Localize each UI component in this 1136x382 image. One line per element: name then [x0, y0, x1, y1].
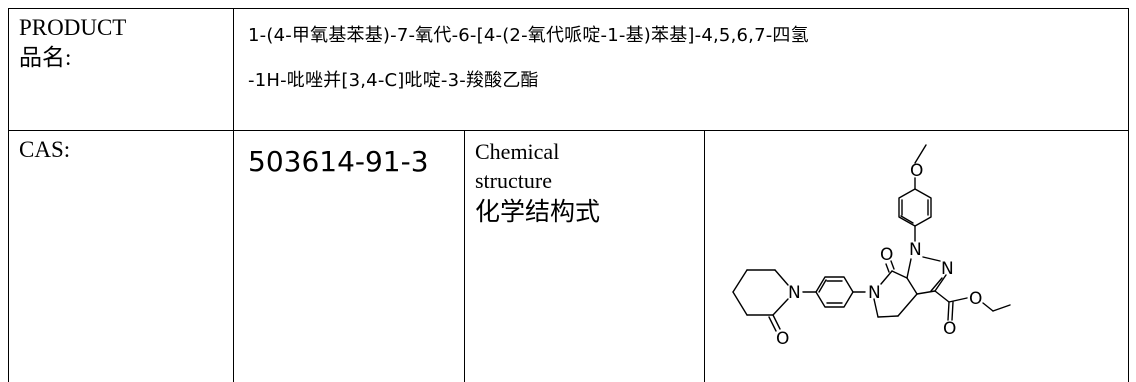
cas-value-cell: 503614-91-3 — [233, 130, 465, 382]
chem-structure-label-en2: structure — [475, 168, 552, 193]
chemical-structure-drawing: O N N O N N O O O — [732, 144, 1011, 349]
atom-o-methoxy: O — [910, 161, 923, 181]
product-label-cell: PRODUCT 品名: — [8, 8, 234, 131]
product-label-cn: 品名: — [19, 45, 72, 70]
product-row: PRODUCT 品名: 1-(4-甲氧基苯基)-7-氧代-6-[4-(2-氧代哌… — [8, 8, 1130, 131]
chem-structure-label-cell: Chemical structure 化学结构式 — [464, 130, 705, 382]
chem-structure-label-cn: 化学结构式 — [475, 197, 601, 226]
cas-label: CAS: — [19, 137, 71, 162]
cas-row: CAS: 503614-91-3 Chemical structure 化学结构… — [8, 130, 1130, 382]
atom-n-lactam: N — [868, 283, 881, 303]
chem-structure-drawing-cell: O N N O N N O O O — [703, 130, 1130, 382]
chem-structure-label-en1: Chemical — [475, 139, 560, 164]
product-label-en: PRODUCT — [19, 15, 127, 40]
product-name-line2: -1H-吡唑并[3,4-C]吡啶-3-羧酸乙酯 — [248, 70, 539, 91]
atom-o-ester: O — [969, 289, 982, 309]
atom-o-lactam: O — [880, 245, 893, 265]
atom-n2: N — [941, 259, 954, 279]
cas-label-cell: CAS: — [8, 130, 234, 382]
atom-n-piperidinone: N — [788, 283, 801, 303]
product-spec-table: PRODUCT 品名: 1-(4-甲氧基苯基)-7-氧代-6-[4-(2-氧代哌… — [8, 8, 1130, 382]
product-name-line1: 1-(4-甲氧基苯基)-7-氧代-6-[4-(2-氧代哌啶-1-基)苯基]-4,… — [248, 25, 809, 46]
atom-o-ester-carbonyl: O — [943, 319, 956, 339]
atom-o-piperidinone: O — [776, 329, 789, 349]
product-name-cell: 1-(4-甲氧基苯基)-7-氧代-6-[4-(2-氧代哌啶-1-基)苯基]-4,… — [232, 8, 1130, 131]
cas-number: 503614-91-3 — [248, 145, 429, 178]
atom-n1: N — [909, 240, 922, 260]
